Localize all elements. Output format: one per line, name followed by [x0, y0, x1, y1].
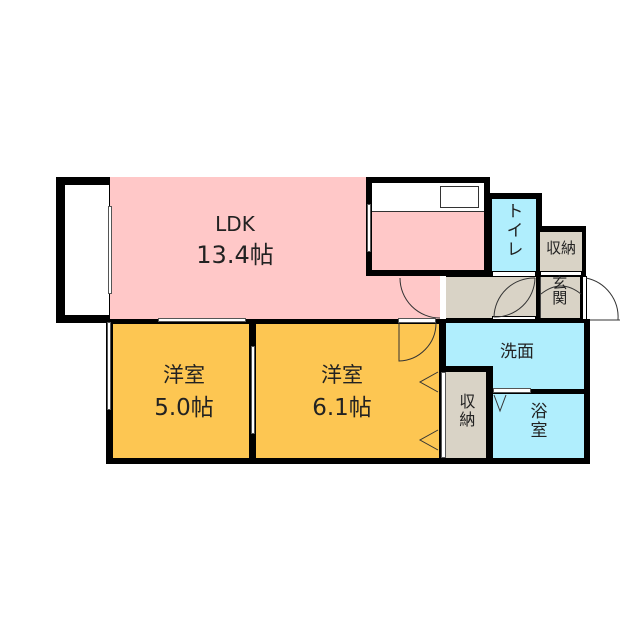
hallway-divider — [536, 276, 540, 322]
ldk-name: LDK — [215, 212, 255, 236]
western-room-1-floor — [113, 324, 249, 458]
bath-door-frame[interactable] — [493, 388, 531, 393]
room1-ldk-window[interactable] — [158, 318, 246, 322]
ldk-label: LDK 13.4帖 — [190, 213, 280, 270]
closet-fold-marker-icon — [418, 371, 439, 393]
western-room-1-label: 洋室 5.0帖 — [136, 363, 232, 422]
toilet-door-swing-icon — [493, 277, 536, 318]
kitchen-sink-icon — [440, 186, 479, 208]
toilet-label: トイレ — [502, 202, 523, 259]
hall-storage-floor — [446, 372, 487, 458]
balcony-inner — [64, 184, 110, 316]
western-room-1-size: 5.0帖 — [154, 395, 214, 422]
western-room-2-size: 6.1帖 — [312, 395, 372, 422]
western-room-2-name: 洋室 — [321, 363, 363, 387]
washroom-label: 洗面 — [500, 342, 534, 362]
bath-wall — [493, 389, 584, 394]
ldk-kitchen-window[interactable] — [367, 204, 371, 252]
entry-storage-label: 収納 — [545, 239, 576, 257]
ldk-balcony-window[interactable] — [108, 206, 112, 294]
entry-door-swing-icon — [585, 277, 620, 321]
room1-room2-partition[interactable] — [251, 346, 255, 434]
hall-door-frame — [440, 276, 446, 322]
toilet-floor — [492, 199, 536, 271]
room2-ldk-door-frame[interactable] — [398, 318, 436, 323]
entry-storage-floor — [540, 232, 582, 272]
hall-storage-label: 収納 — [456, 393, 476, 429]
entrance-step-icon — [540, 285, 582, 295]
hall-storage-top-wall — [446, 366, 493, 372]
storage-door-frame — [540, 271, 582, 276]
western-room-2-label: 洋室 6.1帖 — [294, 363, 390, 422]
toilet-door-frame — [492, 271, 536, 277]
western-room-1-name: 洋室 — [163, 363, 205, 387]
bath-label: 浴室 — [526, 402, 547, 440]
ldk-size: 13.4帖 — [196, 241, 274, 269]
western-room-2-floor — [256, 324, 439, 458]
hall-storage-door[interactable] — [441, 372, 446, 458]
kitchen-floor — [372, 212, 484, 270]
entrance-label: 玄関 — [550, 275, 569, 305]
hall-storage-wall — [486, 366, 493, 458]
closet-fold-marker-icon-2 — [418, 429, 439, 451]
bath-door-marker-icon — [493, 394, 507, 413]
room2-door-swing-icon — [398, 322, 437, 362]
hall-door-swing-icon — [399, 277, 441, 319]
bath-floor — [493, 394, 584, 458]
room1-west-window[interactable] — [107, 322, 111, 410]
entrance-line — [540, 277, 541, 318]
